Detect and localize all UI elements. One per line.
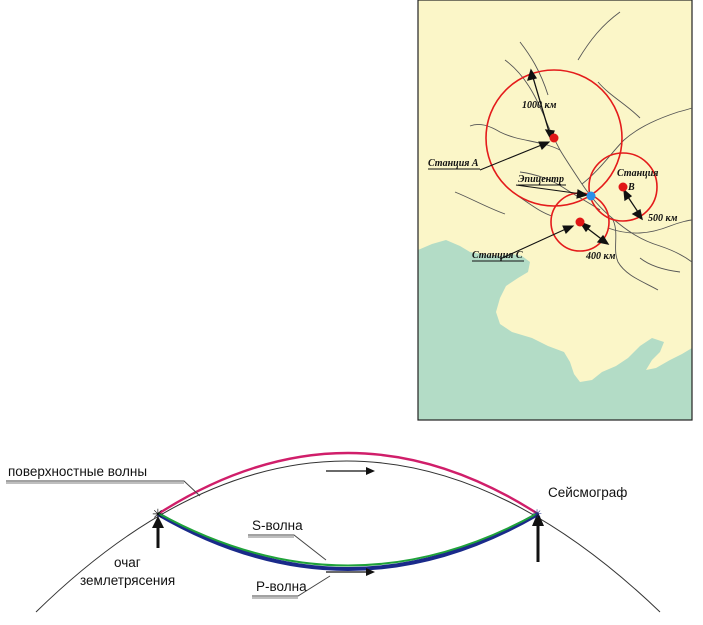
station-a-marker xyxy=(549,133,559,143)
seismograph-label: Сейсмограф xyxy=(548,485,627,500)
range-circle-a xyxy=(485,69,623,207)
p-wave-arrowhead xyxy=(366,568,375,576)
surface-wave-path xyxy=(157,451,539,516)
p-wave-path xyxy=(156,512,540,571)
map-sea xyxy=(418,240,692,420)
epicenter-marker xyxy=(586,191,596,201)
s-wave-label: S-волна xyxy=(252,518,303,533)
focus-label-line2: землетрясения xyxy=(80,573,175,588)
station-c-label: Станция С xyxy=(472,250,523,261)
label-pointers xyxy=(479,141,589,260)
distance-arrows xyxy=(527,68,643,245)
station-a-label: Станция А xyxy=(428,158,479,169)
focus-star-icon: ✳ xyxy=(152,506,164,522)
station-b-marker xyxy=(618,182,628,192)
s-wave-path xyxy=(157,512,539,567)
distance-label-c: 400 км xyxy=(585,251,616,262)
seismograph-pointer-arrowhead xyxy=(532,512,544,526)
focus-label-line1: очаг xyxy=(114,555,141,570)
station-b-label-line2: В xyxy=(627,182,635,193)
map-frame xyxy=(417,0,693,421)
station-b-label-line1: Станция xyxy=(617,168,658,179)
focus-pointer-arrowhead xyxy=(152,516,164,528)
p-wave-leader xyxy=(252,575,331,597)
surface-wave-leader xyxy=(6,480,201,497)
epicenter-map: 1000 км Станция А Эпицентр Станция В 500… xyxy=(417,0,693,421)
surface-wave-arrowhead xyxy=(366,467,375,475)
station-c-marker xyxy=(575,217,585,227)
surface-waves-label: поверхностные волны xyxy=(8,464,147,479)
distance-label-b: 500 км xyxy=(648,213,678,224)
earth-surface-arc xyxy=(35,460,661,613)
range-circle-b xyxy=(588,152,658,222)
s-wave-leader xyxy=(248,534,327,561)
epicenter-label: Эпицентр xyxy=(518,174,564,185)
p-wave-label: Р-волна xyxy=(256,579,307,594)
seismograph-star-icon: ✳ xyxy=(532,507,542,521)
distance-label-a: 1000 км xyxy=(522,100,557,111)
wave-diagram: ✳ ✳ поверхностные волны Сейсмограф S-вол… xyxy=(6,451,661,613)
